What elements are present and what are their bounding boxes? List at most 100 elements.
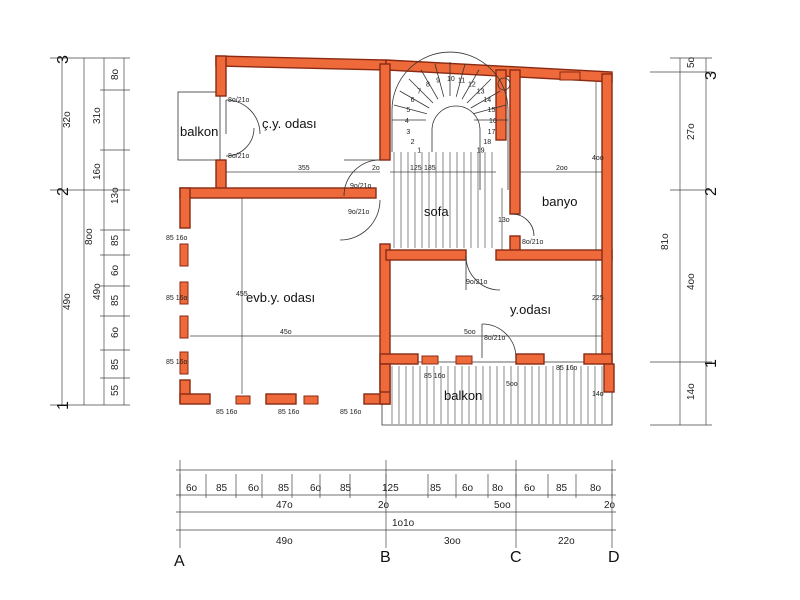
window-label-4: 85 16o — [216, 409, 238, 416]
hatch-line — [399, 90, 430, 109]
room-label-balkon-bottom: balkon — [444, 388, 482, 403]
stair-step-number: 9 — [436, 77, 440, 84]
bottom-row1-11: 6o — [524, 483, 536, 494]
hatch-line — [466, 78, 492, 104]
left-dim-seg-8: 55 — [110, 384, 121, 396]
left-dim-seg-3: 85 — [110, 234, 121, 246]
left-dim-inner-2: 16o — [92, 163, 103, 180]
bottom-row1-6: 85 — [340, 483, 352, 494]
bottom-dimension-lines — [176, 460, 616, 548]
bottom-row1-9: 6o — [462, 483, 474, 494]
axis-label-3-right: 3 — [703, 71, 720, 80]
window-label-3: 85 16o — [166, 359, 188, 366]
left-dimension-lines — [50, 57, 130, 406]
hatch-line — [455, 63, 466, 97]
bottom-row2-4: 2o — [604, 500, 616, 511]
stair-step-number: 3 — [406, 129, 410, 136]
door-label-6: 9o/21o — [466, 279, 488, 286]
room-label-balkon-left: balkon — [180, 124, 218, 139]
measure-9: 13o — [498, 217, 510, 224]
left-dim-seg-7: 85 — [110, 358, 121, 370]
left-dim-total: 8oo — [84, 228, 95, 245]
bottom-row4-3: 22o — [558, 536, 575, 547]
measure-10: 125 — [410, 165, 422, 172]
measure-6: 455 — [236, 291, 248, 298]
axis-label-2-right: 2 — [703, 187, 720, 196]
left-dim-seg-2: 13o — [110, 187, 121, 204]
stair-step-number: 7 — [417, 88, 421, 95]
axis-label-c: C — [510, 549, 522, 566]
room-label-y-odasi: y.odası — [510, 302, 551, 317]
room-label-evb-odasi: evb.y. odası — [246, 290, 315, 305]
measure-1: 355 — [298, 165, 310, 172]
windows — [179, 71, 581, 405]
bottom-row1-12: 85 — [556, 483, 568, 494]
stair-step-number: 6 — [411, 97, 415, 104]
stair-step-number: 15 — [488, 107, 496, 114]
bottom-row1-10: 8o — [492, 483, 504, 494]
left-dim-outer-1: 32o — [62, 111, 73, 128]
bottom-row1-4: 85 — [278, 483, 290, 494]
left-balcony-outline — [177, 91, 221, 161]
measure-5: 5oo — [464, 329, 476, 336]
right-dim-seg-1: 5o — [686, 56, 697, 68]
bottom-row1-8: 85 — [430, 483, 442, 494]
right-dim-total: 81o — [660, 233, 671, 250]
stair-step-number: 17 — [488, 129, 496, 136]
stair-step-number: 13 — [477, 88, 485, 95]
inner-dimension-lines — [190, 82, 602, 394]
sofa-hatch — [393, 152, 493, 248]
stair-step-number: 16 — [489, 118, 497, 125]
left-dim-inner-1: 31o — [92, 107, 103, 124]
hatch-line — [393, 104, 427, 115]
stair-step-number: 8 — [426, 82, 430, 89]
hatch-line — [461, 69, 480, 100]
measure-11: 4oo — [592, 155, 604, 162]
bottom-row1-1: 6o — [186, 483, 198, 494]
door-label-4: 9o/21o — [348, 209, 370, 216]
left-dim-outer-2: 49o — [62, 293, 73, 310]
bottom-row2-3: 5oo — [494, 500, 511, 511]
measure-13: 14o — [592, 391, 604, 398]
walls — [179, 55, 615, 405]
axis-label-d: D — [608, 549, 620, 566]
left-dimension-text: 32o 49o 8oo 31o 16o 49o 8o 13o 85 6o 85 … — [62, 68, 121, 396]
bottom-row1-3: 6o — [248, 483, 260, 494]
axis-label-1-left: 1 — [55, 401, 72, 410]
right-dimension-text: 5o 27o 4oo 14o 81o — [660, 56, 697, 400]
stair-step-number: 19 — [477, 148, 485, 155]
right-dim-seg-3: 4oo — [686, 273, 697, 290]
door-label-1: 8o/21o — [228, 97, 250, 104]
window-label-8: 85 16o — [556, 365, 578, 372]
measure-12: 5oo — [506, 381, 518, 388]
right-dimension-lines — [650, 57, 712, 426]
room-label-cy-odasi: ç.y. odası — [262, 116, 317, 131]
stair-step-number: 14 — [483, 97, 491, 104]
bottom-row1-2: 85 — [216, 483, 228, 494]
bottom-row4-2: 3oo — [444, 536, 461, 547]
window-label-7: 85 16o — [424, 373, 446, 380]
stair-step-number: 18 — [483, 139, 491, 146]
stair-step-number: 2 — [411, 139, 415, 146]
measure-2: 185 — [424, 165, 436, 172]
measure-4: 45o — [280, 329, 292, 336]
stair-step-number: 11 — [458, 77, 465, 84]
right-dim-seg-4: 14o — [686, 383, 697, 400]
window-label-6: 85 16o — [340, 409, 362, 416]
measure-3: 2oo — [556, 165, 568, 172]
left-dim-inner-3: 49o — [92, 283, 103, 300]
axis-label-b: B — [380, 549, 391, 566]
room-label-sofa: sofa — [424, 204, 449, 219]
window-label-1: 85 16o — [166, 235, 188, 242]
axis-label-a: A — [174, 553, 185, 570]
measure-8: 2o — [372, 165, 380, 172]
bottom-row4-1: 49o — [276, 536, 293, 547]
bottom-dimension-text: 6o 85 6o 85 6o 85 125 85 6o 8o 6o 85 8o … — [186, 483, 616, 547]
axis-label-3-left: 3 — [55, 55, 72, 64]
measure-7: 225 — [592, 295, 604, 302]
balcony-hatch — [391, 366, 603, 424]
hatch-line — [434, 63, 445, 97]
right-dim-seg-2: 27o — [686, 123, 697, 140]
stair-step-number: 10 — [447, 76, 455, 83]
